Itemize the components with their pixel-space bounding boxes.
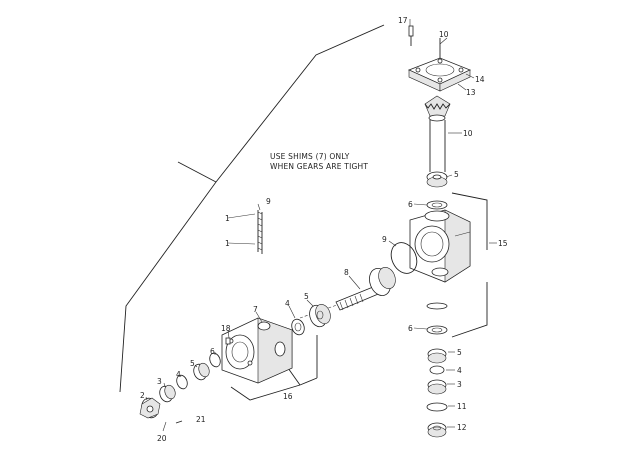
callout-10-shaft: 10 (463, 129, 473, 138)
callout-8: 8 (344, 268, 349, 277)
input-shaft (335, 267, 396, 311)
callout-1-shim-bottom: 1 (225, 239, 230, 248)
callout-12: 12 (457, 423, 467, 432)
callout-20: 20 (157, 434, 167, 443)
note-line-2: WHEN GEARS ARE TIGHT (270, 162, 368, 171)
gasket-ring (390, 242, 418, 274)
shaft-seal (291, 318, 305, 336)
lower-bearing-stack (426, 302, 448, 438)
callout-3-left: 3 (157, 377, 162, 386)
callout-5-shaft: 5 (304, 292, 309, 301)
shaft-bearing (309, 304, 331, 328)
callout-11: 11 (457, 402, 467, 411)
callout-2: 2 (140, 391, 145, 400)
callout-18: 18 (221, 324, 231, 333)
callout-10-top: 10 (439, 30, 449, 39)
callout-14: 14 (475, 75, 485, 84)
gearbox-housing (409, 209, 471, 283)
bevel-gear-top (424, 95, 451, 122)
callout-16: 16 (283, 392, 293, 401)
callout-6-lower: 6 (408, 324, 413, 333)
callout-5-lower: 5 (457, 348, 462, 357)
callout-leaders (145, 19, 497, 432)
upper-shim (426, 200, 448, 210)
shim-pack (227, 210, 263, 254)
upper-bearing (426, 171, 448, 188)
top-cover-assembly (407, 25, 472, 92)
callout-5-upper: 5 (454, 170, 459, 179)
callout-4-lower: 4 (457, 366, 462, 375)
callout-4-left: 4 (176, 370, 181, 379)
note-line-1: USE SHIMS (7) ONLY (270, 152, 350, 161)
left-seal-stack (139, 352, 221, 424)
callout-13: 13 (466, 88, 476, 97)
input-housing (221, 317, 293, 384)
callout-7: 7 (253, 305, 258, 314)
callout-6-left: 6 (210, 347, 215, 356)
callout-5-left: 5 (190, 359, 195, 368)
callout-4-shaft: 4 (285, 299, 290, 308)
callout-6-upper: 6 (408, 200, 413, 209)
callout-9-gasket: 9 (382, 235, 387, 244)
callout-3-lower: 3 (457, 380, 462, 389)
callout-1-shim-top: 1 (225, 214, 230, 223)
callout-15: 15 (498, 239, 508, 248)
callout-17: 17 (398, 16, 408, 25)
callout-21: 21 (196, 415, 206, 424)
callout-9-shims: 9 (266, 197, 271, 206)
